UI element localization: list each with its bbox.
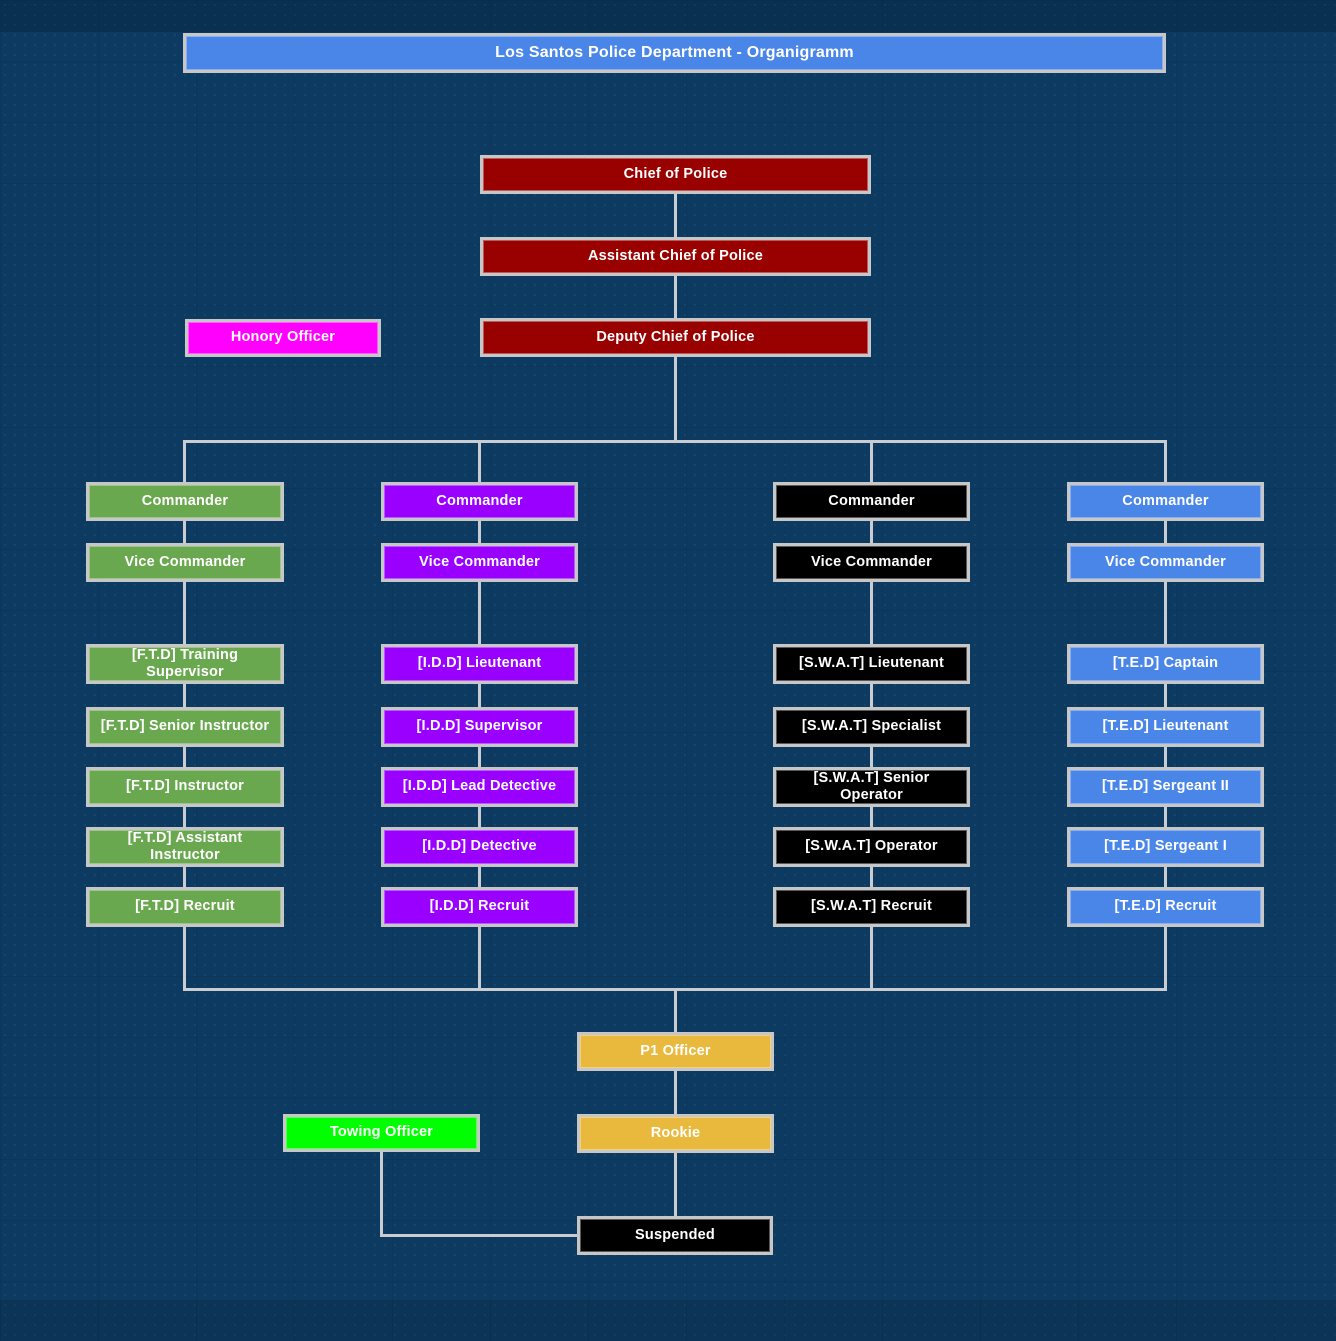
node-ftd-instructor: [F.T.D] Instructor — [86, 767, 284, 807]
connector-line — [478, 747, 481, 767]
node-ted-commander: Commander — [1067, 482, 1264, 521]
connector-line — [1164, 443, 1167, 482]
node-ftd-assistant-instructor: [F.T.D] Assistant Instructor — [86, 827, 284, 867]
connector-line — [870, 927, 873, 988]
connector-line — [674, 1153, 677, 1216]
title-bar: Los Santos Police Department - Organigra… — [183, 33, 1166, 73]
node-swat-lieutenant: [S.W.A.T] Lieutenant — [773, 644, 970, 684]
connector-line — [870, 521, 873, 543]
node-idd-lead-detective: [I.D.D] Lead Detective — [381, 767, 578, 807]
connector-line — [870, 747, 873, 767]
node-ftd-vice-commander: Vice Commander — [86, 543, 284, 582]
node-swat-senior-operator: [S.W.A.T] Senior Operator — [773, 767, 970, 807]
connector-line — [1164, 927, 1167, 988]
connector-line — [183, 807, 186, 827]
connector-line — [478, 867, 481, 887]
node-swat-operator: [S.W.A.T] Operator — [773, 827, 970, 867]
node-suspended: Suspended — [577, 1216, 773, 1255]
node-idd-recruit: [I.D.D] Recruit — [381, 887, 578, 927]
connector-line — [1164, 521, 1167, 543]
node-rookie: Rookie — [577, 1114, 774, 1153]
node-ftd-recruit: [F.T.D] Recruit — [86, 887, 284, 927]
node-swat-recruit: [S.W.A.T] Recruit — [773, 887, 970, 927]
connector-line — [870, 443, 873, 482]
connector-line — [183, 927, 186, 988]
connector-line — [380, 1152, 383, 1237]
connector-line — [478, 684, 481, 707]
connector-line — [1164, 747, 1167, 767]
connector-line — [183, 440, 1167, 443]
node-ted-sergeant-i: [T.E.D] Sergeant I — [1067, 827, 1264, 867]
node-idd-supervisor: [I.D.D] Supervisor — [381, 707, 578, 747]
node-p1-officer: P1 Officer — [577, 1032, 774, 1071]
node-ftd-commander: Commander — [86, 482, 284, 521]
connector-line — [1164, 867, 1167, 887]
connector-line — [478, 582, 481, 644]
node-idd-commander: Commander — [381, 482, 578, 521]
connector-line — [674, 1071, 677, 1114]
connector-line — [478, 443, 481, 482]
connector-line — [870, 582, 873, 644]
connector-line — [183, 684, 186, 707]
node-idd-lieutenant: [I.D.D] Lieutenant — [381, 644, 578, 684]
node-ftd-training-supervisor: [F.T.D] Training Supervisor — [86, 644, 284, 684]
connector-line — [183, 521, 186, 543]
connector-line — [1164, 582, 1167, 644]
connector-line — [183, 867, 186, 887]
node-swat-vice-commander: Vice Commander — [773, 543, 970, 582]
connector-line — [674, 357, 677, 443]
node-ted-captain: [T.E.D] Captain — [1067, 644, 1264, 684]
node-ted-recruit: [T.E.D] Recruit — [1067, 887, 1264, 927]
background-bottom-band — [0, 1300, 1336, 1341]
connector-line — [870, 684, 873, 707]
connector-line — [478, 521, 481, 543]
connector-line — [674, 194, 677, 237]
node-ted-vice-commander: Vice Commander — [1067, 543, 1264, 582]
node-towing-officer: Towing Officer — [283, 1114, 480, 1152]
node-assistant-chief-of-police: Assistant Chief of Police — [480, 237, 871, 276]
connector-line — [870, 807, 873, 827]
node-ftd-senior-instructor: [F.T.D] Senior Instructor — [86, 707, 284, 747]
node-chief-of-police: Chief of Police — [480, 155, 871, 194]
connector-line — [1164, 807, 1167, 827]
connector-line — [674, 276, 677, 318]
connector-line — [183, 582, 186, 644]
connector-line — [183, 988, 1167, 991]
node-swat-commander: Commander — [773, 482, 970, 521]
connector-line — [1164, 684, 1167, 707]
node-deputy-chief-of-police: Deputy Chief of Police — [480, 318, 871, 357]
background-top-band — [0, 0, 1336, 32]
node-idd-vice-commander: Vice Commander — [381, 543, 578, 582]
node-honory-officer: Honory Officer — [185, 319, 381, 357]
node-idd-detective: [I.D.D] Detective — [381, 827, 578, 867]
connector-line — [183, 443, 186, 482]
connector-line — [674, 991, 677, 1032]
node-ted-sergeant-ii: [T.E.D] Sergeant II — [1067, 767, 1264, 807]
connector-line — [478, 927, 481, 988]
connector-line — [183, 747, 186, 767]
node-ted-lieutenant: [T.E.D] Lieutenant — [1067, 707, 1264, 747]
connector-line — [478, 807, 481, 827]
connector-line — [380, 1234, 577, 1237]
connector-line — [870, 867, 873, 887]
node-swat-specialist: [S.W.A.T] Specialist — [773, 707, 970, 747]
